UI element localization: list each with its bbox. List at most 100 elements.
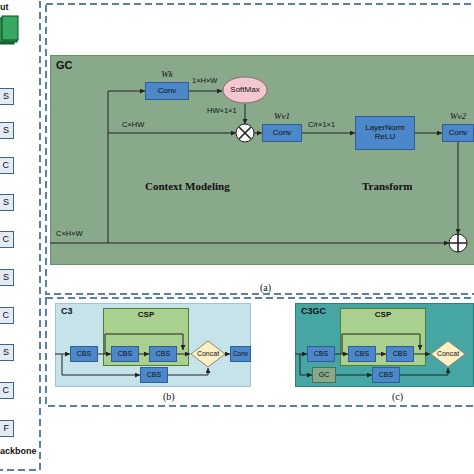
node-label: Concat [430,340,466,368]
multiply-symbol [236,124,254,142]
node-label: CBS [373,368,399,382]
image-layer [0,18,17,42]
concat-diamond-outline [430,340,466,368]
csp-panel: CSPCBSCBS [103,308,189,366]
panel-a-border [46,4,474,294]
weight-heading: Wv2 [429,112,474,122]
connector [98,354,111,355]
gc-panel: GCWkConvSoftMaxWv1ConvLayerNorm ReLUWv2C… [50,55,474,265]
multiply-cross [239,127,251,139]
value-wire [108,133,236,134]
cbs-box: CBS [111,346,139,362]
diamond-shape [191,341,225,367]
skip-wire [105,334,183,354]
input-image-icon [0,16,18,44]
c3-panel: C3CSPCBSCBSCBSConcatConvCBS [55,303,251,387]
add-cross [449,234,467,252]
panel-title: ut [0,3,9,13]
backbone-block: C [0,231,14,248]
connector [177,354,190,355]
transform-wire [458,142,459,234]
node-label: S [0,89,13,104]
node-label: Conv [443,125,473,141]
node-label: SoftMax [222,76,268,104]
node-label: GC [56,59,73,71]
node-label: S [0,345,13,360]
panel-caption: (a) [260,282,271,293]
softmax-ellipse: SoftMax [222,76,268,104]
csp-panel: CSPCBSCBS [340,308,426,366]
input-wire [295,354,307,355]
node-label: CBS [112,347,138,361]
gc-box: GC [312,367,336,383]
concat-diamond: Concat [190,340,226,368]
connector [336,375,372,376]
weight-heading: Wk [132,70,202,80]
dimension-label: C×H×W [56,230,83,238]
backbone-panel-border [0,0,40,470]
connector [415,133,442,134]
cbs-box: CBS [307,346,335,362]
node-label: LayerNorm ReLU [356,117,414,149]
skip-wire [342,334,420,354]
node-label: CBS [387,347,413,361]
node-label: GC [313,368,335,382]
residual-wire [50,243,449,244]
concat-diamond: Concat [430,340,466,368]
node-label: C3GC [301,307,326,317]
conv-box: WkConv [145,82,189,100]
concat-diamond-outline [190,340,226,368]
node-label: C [0,158,13,173]
key-wire [108,91,145,243]
diamond-shape [431,341,465,367]
stage-label: Context Modeling [145,180,230,192]
connector [376,354,386,355]
conv-box: Conv [230,346,251,362]
connector [189,91,222,92]
panel-caption: (c) [392,391,403,402]
backbone-block: F [0,420,14,437]
node-label: C [0,232,13,247]
add-symbol [449,234,467,252]
node-label: CBS [141,368,167,382]
backbone-block: S [0,122,14,139]
backbone-block: S [0,269,14,286]
node-label: S [0,123,13,138]
node-label: Conv [146,83,188,99]
connector [302,133,355,134]
input-wire [300,354,312,375]
attention-wire [245,104,246,124]
cbs-box: CBS [149,346,177,362]
node-label: Conv [231,347,250,361]
panel-bc-border [46,298,474,406]
backbone-block: C [0,157,14,174]
dimension-label: C/r×1×1 [308,121,335,129]
input-wire [62,354,140,375]
connector [335,354,348,355]
conv-box: Wv1Conv [262,124,302,142]
connector [139,354,149,355]
node-label: S [0,270,13,285]
node-label: C [0,308,13,323]
add-circle [449,234,467,252]
backbone-block: S [0,344,14,361]
backbone-block: S [0,194,14,211]
node-label: CBS [349,347,375,361]
softmax-ellipse-outline [222,76,268,104]
cbs-box: CBS [70,346,98,362]
dimension-label: 1×H×W [192,77,217,85]
c3gc-panel: C3GCCSPCBSCBSCBSConcatGCCBS [295,303,474,387]
node-label: Concat [190,340,226,368]
layernorm-box: LayerNorm ReLU [355,116,415,150]
panel-caption: (b) [163,391,175,402]
conv-box: Wv2Conv [442,124,474,142]
node-label: Conv [263,125,301,141]
node-label: CBS [308,347,334,361]
connector [168,368,208,375]
image-layer [2,16,18,40]
connector [414,354,430,355]
connector [400,368,448,375]
node-label: CBS [150,347,176,361]
